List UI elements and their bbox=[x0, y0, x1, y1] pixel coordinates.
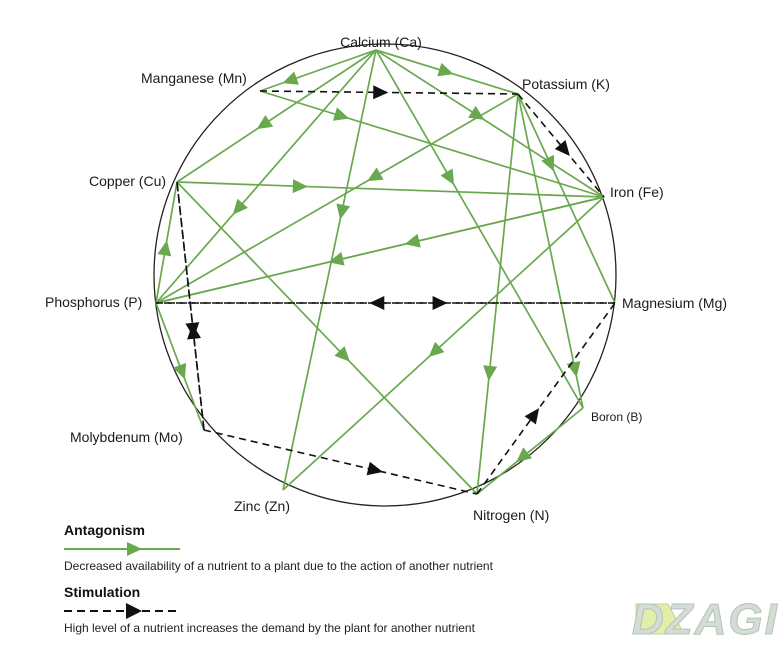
node-label-zn: Zinc (Zn) bbox=[234, 498, 290, 514]
stimulation-edge-n-mg bbox=[476, 302, 616, 495]
edge-line bbox=[176, 49, 377, 183]
antagonism-edge-ca-fe bbox=[375, 49, 605, 198]
antagonism-edge-b-n bbox=[476, 407, 584, 495]
edge-line bbox=[176, 181, 605, 198]
stimulation-edge-mo-n bbox=[203, 429, 478, 495]
edge-arrowhead bbox=[566, 361, 581, 378]
labels-layer: Calcium (Ca) Potassium (K) Manganese (Mn) C… bbox=[45, 34, 727, 523]
stimulation-edge-mo-cu bbox=[176, 181, 205, 431]
node-label-mg: Magnesium (Mg) bbox=[622, 295, 727, 311]
edge-line bbox=[517, 93, 605, 198]
edge-arrowhead bbox=[332, 107, 350, 121]
stimulation-edge-mg-p bbox=[156, 296, 615, 310]
antagonism-edge-ca-k bbox=[375, 49, 519, 95]
edge-arrowhead bbox=[336, 203, 351, 220]
antagonism-edge-fe-p bbox=[155, 196, 605, 304]
edge-arrowhead bbox=[483, 365, 498, 381]
edge-line bbox=[176, 181, 205, 431]
stimulation-edge-k-fe bbox=[517, 93, 605, 198]
edge-arrowhead bbox=[292, 179, 308, 194]
antagonism-edge-ca-zn bbox=[282, 49, 377, 491]
edge-arrowhead bbox=[232, 198, 248, 215]
edge-arrowhead bbox=[367, 167, 384, 182]
antagonism-edge-k-mg bbox=[517, 93, 616, 304]
antagonism-edge-ca-mn bbox=[259, 49, 377, 92]
legend-antagonism-swatch bbox=[64, 542, 180, 556]
edge-arrowhead bbox=[373, 85, 389, 100]
edge-arrowhead bbox=[334, 346, 350, 362]
node-label-cu: Copper (Cu) bbox=[89, 173, 166, 189]
legend-stimulation-title: Stimulation bbox=[64, 584, 140, 600]
edge-line bbox=[517, 93, 584, 409]
legend: Antagonism Decreased availability of a n… bbox=[64, 522, 494, 635]
edge-line bbox=[375, 49, 584, 409]
edge-arrowhead bbox=[524, 408, 540, 425]
legend-stimulation-description: High level of a nutrient increases the d… bbox=[64, 621, 476, 635]
edge-arrowhead bbox=[440, 168, 454, 185]
antagonism-edge-ca-b bbox=[375, 49, 584, 409]
edge-arrowhead bbox=[328, 251, 345, 266]
edge-line bbox=[155, 93, 519, 304]
node-label-p: Phosphorus (P) bbox=[45, 294, 142, 310]
edge-arrowhead bbox=[366, 461, 383, 476]
edge-line bbox=[176, 181, 478, 495]
node-label-mo: Molybdenum (Mo) bbox=[70, 429, 183, 445]
antagonism-edge-cu-fe bbox=[176, 179, 605, 198]
antagonism-edge-p-cu bbox=[155, 181, 178, 304]
edge-arrowhead bbox=[437, 62, 454, 77]
legend-antagonism-title: Antagonism bbox=[64, 522, 145, 538]
node-label-n: Nitrogen (N) bbox=[473, 507, 549, 523]
edge-arrowhead bbox=[157, 240, 172, 257]
edge-arrowhead bbox=[282, 71, 299, 85]
edge-line bbox=[282, 196, 605, 491]
edge-arrowhead bbox=[256, 115, 274, 130]
edge-line bbox=[375, 49, 605, 198]
node-label-mn: Manganese (Mn) bbox=[141, 70, 247, 86]
node-label-k: Potassium (K) bbox=[522, 76, 610, 92]
node-label-fe: Iron (Fe) bbox=[610, 184, 664, 200]
edge-line bbox=[155, 196, 605, 304]
edge-line bbox=[259, 49, 377, 92]
edge-line bbox=[476, 407, 584, 495]
edge-line bbox=[476, 302, 616, 495]
edge-line bbox=[259, 90, 519, 95]
edge-arrowhead bbox=[369, 296, 385, 310]
logo-accent-shape bbox=[635, 603, 685, 635]
legend-antagonism-description: Decreased availability of a nutrient to … bbox=[64, 559, 494, 573]
antagonism-edge-ca-cu bbox=[176, 49, 377, 183]
antagonism-edge-cu-n bbox=[176, 181, 478, 495]
stimulation-edge-mn-k bbox=[259, 85, 519, 100]
interaction-wheel-circle bbox=[153, 43, 617, 507]
edge-arrowhead bbox=[516, 447, 533, 463]
logo-text: DZAGI bbox=[632, 595, 779, 644]
edge-arrowhead bbox=[173, 362, 187, 380]
antagonism-edge-ca-p bbox=[155, 49, 377, 304]
edge-line bbox=[517, 93, 616, 304]
dzagi-logo: DZAGI bbox=[632, 595, 779, 645]
edge-line bbox=[155, 49, 377, 304]
antagonism-edge-fe-zn bbox=[282, 196, 605, 491]
edge-arrowhead bbox=[428, 341, 445, 357]
antagonism-edge-p-mo bbox=[155, 302, 205, 431]
edge-line bbox=[282, 49, 377, 491]
node-label-ca: Calcium (Ca) bbox=[340, 34, 422, 50]
antagonism-edge-k-p bbox=[155, 93, 519, 304]
edge-arrowhead bbox=[554, 140, 570, 156]
legend-stimulation-swatch bbox=[64, 603, 180, 619]
edge-arrowhead bbox=[541, 154, 554, 172]
node-label-b: Boron (B) bbox=[591, 410, 642, 424]
edge-arrowhead bbox=[187, 323, 201, 340]
edges-layer bbox=[155, 49, 616, 495]
edge-line bbox=[203, 429, 478, 495]
